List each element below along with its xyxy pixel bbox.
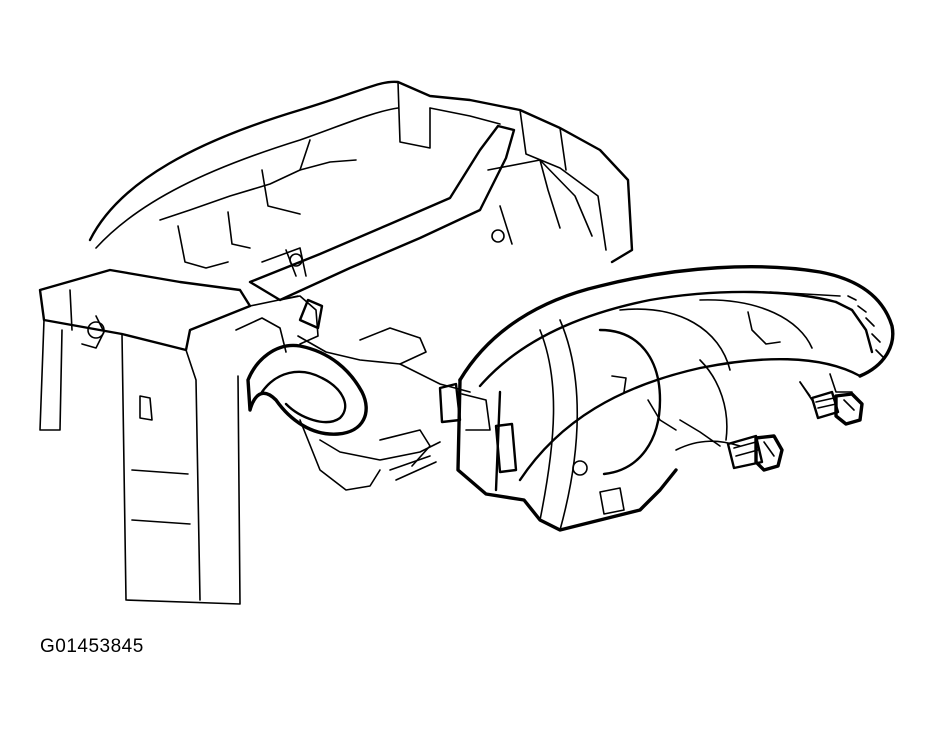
bolt-leader-line [675,381,813,451]
bolt-lower [726,434,784,472]
radiator-support-upper [88,80,634,269]
figure-id-label: G01453845 [40,636,144,657]
bolt-upper-right [810,390,864,426]
cross-member [248,124,593,302]
headlamp-housing [438,265,895,532]
wiring-harness [235,295,471,491]
